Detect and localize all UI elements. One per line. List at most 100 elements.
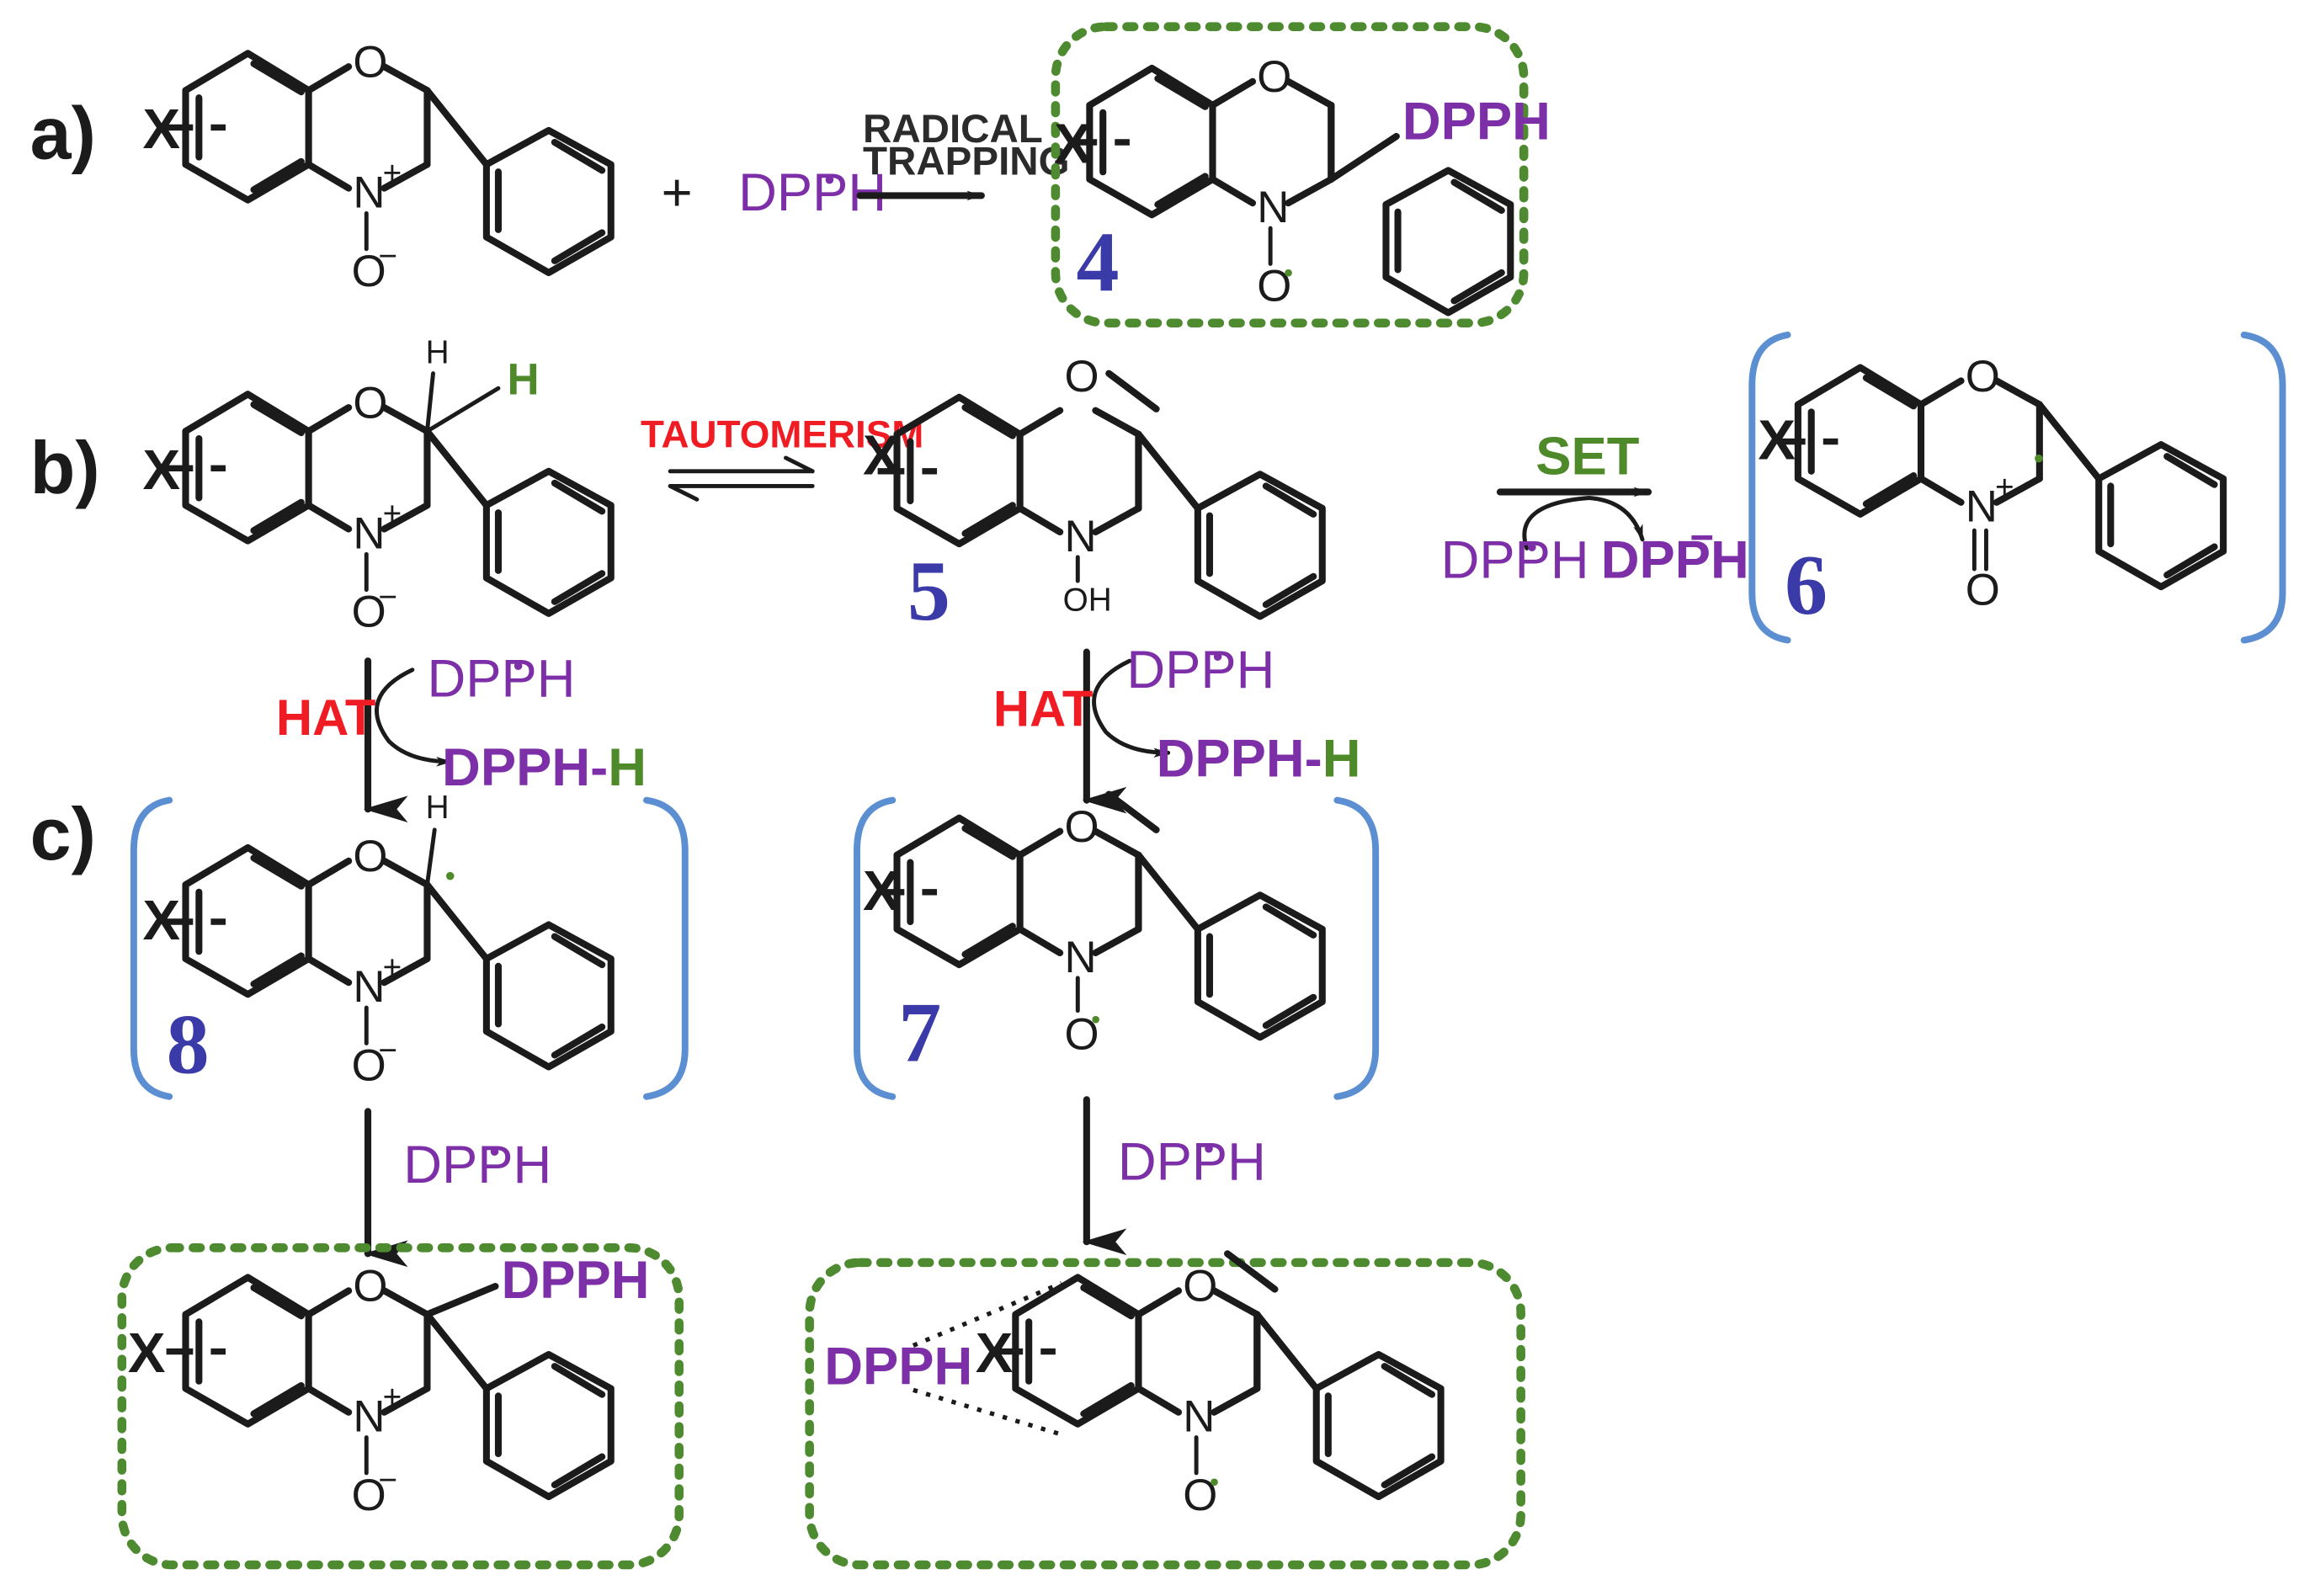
svg-text:N: N <box>1064 512 1096 561</box>
svg-text:N: N <box>353 168 385 217</box>
svg-text:N: N <box>353 508 385 558</box>
svg-text:O: O <box>352 247 386 296</box>
nitroxide-6: X O N + O • 6 <box>1758 352 2223 633</box>
product-box-c-right <box>805 1258 1525 1570</box>
row-label-c: c) <box>30 792 96 875</box>
dpph-radical-c-right: DPPH <box>1118 1132 1266 1191</box>
svg-text:•: • <box>513 650 524 683</box>
svg-text:•: • <box>1212 641 1222 673</box>
svg-text:O: O <box>353 38 387 88</box>
svg-text:−: − <box>378 579 397 615</box>
compound-number-7: 7 <box>898 985 941 1080</box>
svg-text:N: N <box>1064 933 1096 982</box>
ring-adduct: X O N O • DPPH <box>824 1250 1440 1520</box>
svg-text:•: • <box>1527 531 1537 564</box>
svg-text:•: • <box>1204 1133 1214 1166</box>
reactant-nitrone-a: X O N + O − <box>142 38 610 296</box>
svg-text:X: X <box>142 889 180 952</box>
svg-text:X: X <box>976 1322 1014 1385</box>
bracket-right-8 <box>643 796 689 1100</box>
svg-text:O: O <box>1257 52 1291 102</box>
bracket-left-6 <box>1748 331 1791 644</box>
svg-text:X: X <box>863 859 901 923</box>
svg-text:O: O <box>1183 1262 1217 1311</box>
plus-sign: + <box>662 163 693 222</box>
svg-text:N: N <box>353 1392 385 1442</box>
svg-text:O: O <box>1183 1471 1217 1520</box>
product-box-c-left <box>117 1243 684 1570</box>
svg-text:•: • <box>2034 442 2044 475</box>
svg-text:−: − <box>378 1032 397 1068</box>
svg-text:•: • <box>489 1136 499 1168</box>
dpph-h-right: DPPH-H <box>1157 729 1361 788</box>
radical-trapping-label-2: TRAPPING <box>863 140 1070 184</box>
svg-text:O: O <box>1064 352 1099 402</box>
bracket-right-6 <box>2240 331 2286 644</box>
svg-text:X: X <box>1758 409 1796 472</box>
radical-dot: • <box>824 163 834 196</box>
svg-text:O: O <box>352 1471 386 1520</box>
svg-text:+: + <box>383 1379 402 1415</box>
dpph-substituent-c-left: DPPH <box>501 1251 649 1310</box>
dpph-anion: DPPH <box>1601 531 1749 590</box>
dpph-substituent-4: DPPH <box>1402 92 1551 151</box>
svg-text:X: X <box>1054 113 1092 176</box>
compound-number-8: 8 <box>167 998 210 1093</box>
radical-trapping-label-1: RADICAL <box>863 107 1043 152</box>
svg-text:N: N <box>1966 482 1998 532</box>
svg-text:O: O <box>1064 1009 1099 1059</box>
svg-text:O: O <box>352 588 386 637</box>
svg-text:•: • <box>445 860 455 893</box>
equilibrium-arrows <box>668 455 815 502</box>
hat-label-left: HAT <box>276 689 376 746</box>
svg-text:O: O <box>1966 352 2000 402</box>
svg-text:X: X <box>863 423 901 487</box>
svg-text:−: − <box>378 1462 397 1498</box>
svg-text:O: O <box>1257 261 1291 311</box>
bracket-right-7 <box>1333 796 1380 1100</box>
svg-text:N: N <box>353 962 385 1012</box>
svg-text:−: − <box>378 238 397 274</box>
set-label: SET <box>1535 427 1640 486</box>
dpph-radical-set: DPPH <box>1441 531 1589 590</box>
compound-number-5: 5 <box>907 544 950 639</box>
svg-text:X: X <box>142 98 180 161</box>
abstractable-hydrogen: H <box>508 354 540 404</box>
svg-text:N: N <box>1257 183 1289 232</box>
svg-text:O: O <box>353 1262 387 1311</box>
carbon-radical-8: X O N + O − H • 8 <box>142 790 610 1093</box>
nitroxide-7: X O N O • 7 <box>863 790 1322 1080</box>
hat-label-right: HAT <box>993 681 1093 737</box>
svg-text:OH: OH <box>1063 582 1112 618</box>
adduct-4: X O N O • DPPH 4 <box>1054 52 1551 312</box>
compound-number-6: 6 <box>1785 538 1828 633</box>
tautomerism-label: TAUTOMERISM <box>641 413 923 456</box>
c-adduct: X O N + O − DPPH <box>128 1251 650 1520</box>
compound-number-4: 4 <box>1077 215 1120 310</box>
row-label-a: a) <box>30 91 96 174</box>
svg-text:−: − <box>1689 514 1714 561</box>
svg-text:H: H <box>426 334 450 370</box>
dpph-radical-c-left: DPPH <box>403 1136 551 1194</box>
svg-text:O: O <box>353 832 387 881</box>
dpph-h-left: DPPH-H <box>442 738 647 797</box>
svg-text:O: O <box>1966 565 2000 614</box>
svg-text:+: + <box>383 950 402 986</box>
svg-text:H: H <box>426 790 450 826</box>
svg-text:+: + <box>1995 470 2014 506</box>
bracket-left-7 <box>854 796 897 1100</box>
dpph-substituent-c-right: DPPH <box>824 1337 972 1396</box>
svg-text:•: • <box>1091 1004 1100 1035</box>
hydroxylamine-5: X O N OH 5 <box>863 352 1322 639</box>
svg-text:X: X <box>142 439 180 502</box>
svg-text:O: O <box>352 1040 386 1090</box>
bracket-left-8 <box>130 796 173 1100</box>
dpph-radical-hat-right: DPPH <box>1126 641 1274 700</box>
svg-text:+: + <box>383 496 402 532</box>
svg-text:O: O <box>353 378 387 428</box>
svg-text:O: O <box>1064 802 1099 852</box>
svg-text:X: X <box>128 1322 166 1385</box>
reactant-nitrone-b: X O N + O − H H <box>142 334 610 637</box>
dpph-radical-hat-left: DPPH <box>427 649 575 708</box>
